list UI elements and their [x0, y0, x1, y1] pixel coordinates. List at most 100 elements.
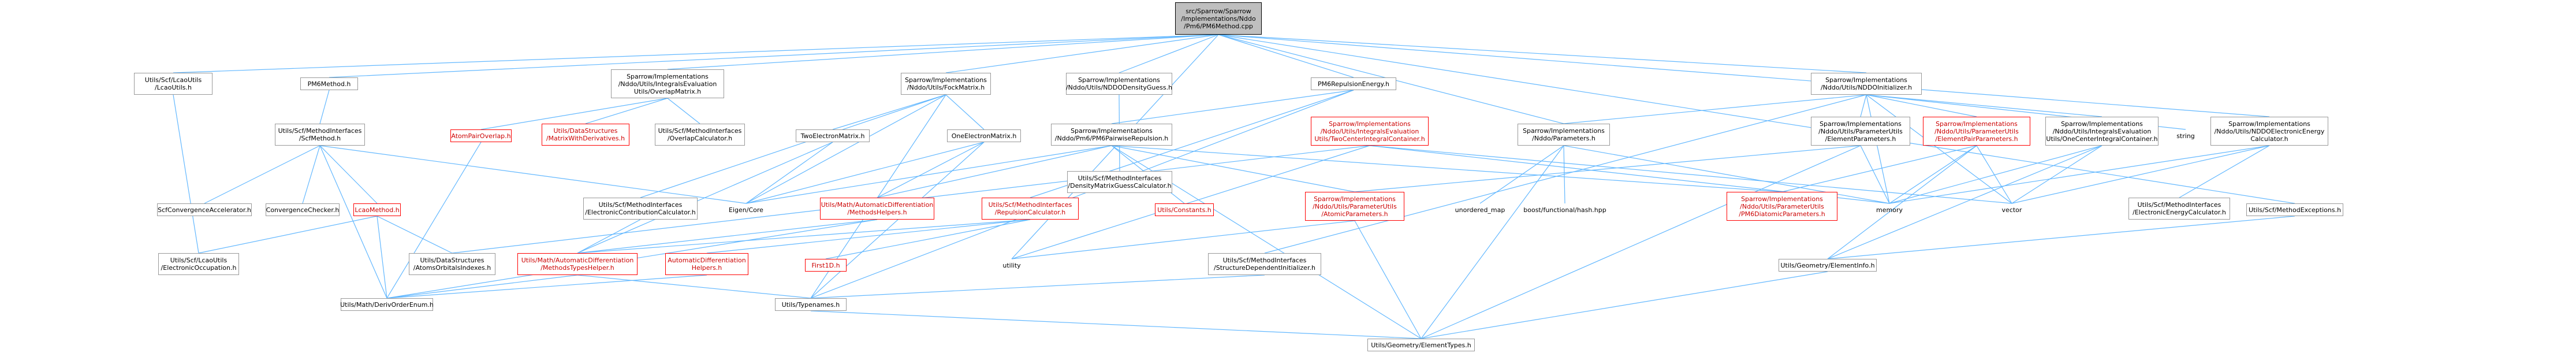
dependency-edge — [1111, 145, 1783, 192]
dependency-edge — [810, 142, 985, 299]
node-structure-dependent-init[interactable]: Utils/Scf/MethodInterfaces/StructureDepe… — [1208, 253, 1321, 275]
dependency-edge — [667, 34, 1219, 70]
dependency-edge — [810, 274, 1265, 299]
dependency-edge — [319, 145, 387, 299]
dependency-edge — [1889, 145, 2102, 204]
node-deriv-order-enum[interactable]: Utils/Math/DerivOrderEnum.h — [340, 298, 434, 311]
dependency-edge — [1264, 94, 1867, 254]
dependency-edge — [1421, 271, 1828, 339]
dependency-edge — [173, 94, 199, 254]
node-lcao-method[interactable]: LcaoMethod.h — [353, 203, 401, 216]
dependency-edge — [329, 34, 1219, 78]
dependency-edge — [1011, 220, 1355, 259]
dependency-edge — [1860, 94, 1867, 117]
node-nddo-parameters[interactable]: Sparrow/Implementations/Nddo/Parameters.… — [1518, 124, 1610, 146]
dependency-edge — [386, 142, 482, 299]
node-pm6-repulsion[interactable]: PM6RepulsionEnergy.h — [1311, 77, 1396, 90]
node-method-helpers[interactable]: Utils/Math/AutomaticDifferentiation/Meth… — [820, 198, 934, 220]
node-convergence-checker[interactable]: ConvergenceChecker.h — [266, 203, 340, 216]
dependency-edge — [667, 98, 700, 124]
node-pm6-pairwise[interactable]: Sparrow/Implementations/Nddo/Pm6/PM6Pair… — [1051, 124, 1172, 146]
node-vector[interactable]: vector — [2001, 206, 2022, 214]
node-utils-constants[interactable]: Utils/Constants.h — [1155, 203, 1214, 216]
node-matrix-with-derivs[interactable]: Utils/DataStructures/MatrixWithDerivativ… — [542, 124, 629, 146]
node-first1d[interactable]: First1D.h — [805, 259, 847, 272]
node-atom-pair-overlap[interactable]: AtomPairOverlap.h — [450, 129, 512, 142]
node-two-center-integral[interactable]: Sparrow/Implementations/Nddo/Utils/Integ… — [1311, 117, 1429, 146]
dependency-edge — [745, 145, 1112, 204]
dependency-edge — [745, 94, 946, 204]
dependency-edge — [173, 34, 1219, 73]
node-method-exceptions[interactable]: Utils/Scf/MethodExceptions.h — [2246, 203, 2343, 216]
node-scf-method[interactable]: Utils/Scf/MethodInterfaces/ScfMethod.h — [275, 124, 365, 146]
node-types-helper[interactable]: Utils/Math/AutomaticDifferentiation/Meth… — [517, 253, 638, 275]
node-nddo-electronic-energy[interactable]: Sparrow/Implementations/Nddo/Utils/NDDOE… — [2210, 117, 2328, 146]
dependency-edge — [1354, 145, 1861, 192]
node-electronic-energy-calc[interactable]: Utils/Scf/MethodInterfaces/ElectronicEne… — [2128, 198, 2230, 220]
node-repulsion-calculator[interactable]: Utils/Scf/MethodInterfaces/RepulsionCalc… — [982, 198, 1079, 220]
dependency-edge — [2011, 145, 2102, 204]
node-electronic-contribution[interactable]: Utils/Scf/MethodInterfaces/ElectronicCon… — [583, 198, 698, 220]
dependency-edge — [577, 219, 641, 254]
node-boost-hash[interactable]: boost/functional/hash.hpp — [1523, 206, 1606, 214]
dependency-edge — [480, 98, 668, 130]
dependency-edge — [1421, 145, 1564, 339]
node-two-electron-matrix[interactable]: TwoElectronMatrix.h — [796, 129, 870, 142]
dependency-edge — [1860, 145, 1890, 204]
node-element-info[interactable]: Utils/Geometry/ElementInfo.h — [1779, 259, 1877, 272]
dependency-edge — [825, 219, 1031, 259]
node-pm6-diatomic[interactable]: Sparrow/Implementations/Nddo/Utils/Param… — [1727, 192, 1837, 221]
node-overlap-calculator[interactable]: Utils/Scf/MethodInterfaces/OverlapCalcul… — [655, 124, 745, 146]
dependency-edge — [376, 216, 453, 254]
dependency-edge — [2011, 145, 2270, 204]
dependency-edge — [204, 145, 320, 204]
node-string[interactable]: string — [2176, 132, 2195, 140]
node-pm6-method-h[interactable]: PM6Method.h — [300, 77, 358, 90]
node-atomic-parameters[interactable]: Sparrow/Implementations/Nddo/Utils/Param… — [1305, 192, 1404, 221]
node-utility[interactable]: utility — [1002, 261, 1021, 269]
dependency-edge — [810, 310, 1422, 339]
dependency-edge — [945, 94, 985, 130]
node-eigen-core[interactable]: Eigen/Core — [729, 206, 763, 214]
dependency-edge — [1827, 145, 1977, 259]
node-atoms-orbitals-indexes[interactable]: Utils/DataStructures/AtomsOrbitalsIndexe… — [409, 253, 495, 275]
node-nddo-initializer[interactable]: Sparrow/Implementations/Nddo/Utils/NDDOI… — [1811, 73, 1922, 95]
node-element-types[interactable]: Utils/Geometry/ElementTypes.h — [1367, 339, 1475, 351]
dependency-edge — [1354, 220, 1422, 339]
node-unordered-map[interactable]: unordered_map — [1455, 206, 1505, 214]
node-lcao-utils[interactable]: Utils/Scf/LcaoUtils/LcaoUtils.h — [134, 73, 213, 95]
node-electronic-occupation[interactable]: Utils/Scf/LcaoUtils/ElectronicOccupation… — [158, 253, 239, 275]
dependency-edge — [1119, 34, 1219, 73]
node-typenames[interactable]: Utils/Typenames.h — [775, 298, 847, 311]
dependency-edge — [1889, 145, 2270, 204]
dependency-edge — [1218, 34, 1867, 73]
dependency-edge — [1218, 34, 2270, 117]
dependency-edge — [302, 145, 320, 204]
dependency-edge — [1218, 34, 2295, 204]
dependency-edge — [810, 90, 1354, 299]
node-element-parameters[interactable]: Sparrow/Implementations/Nddo/Utils/Param… — [1811, 117, 1910, 146]
dependency-edge — [577, 219, 1031, 254]
node-fock-matrix[interactable]: Sparrow/Implementations/Nddo/Utils/FockM… — [901, 73, 991, 95]
dependency-edge — [1369, 145, 2012, 204]
dependency-edge — [1563, 145, 1565, 204]
node-root[interactable]: src/Sparrow/Sparrow/Implementations/Nddo… — [1175, 2, 1262, 35]
dependency-edge — [577, 219, 878, 254]
node-memory[interactable]: memory — [1876, 206, 1903, 214]
dependency-edge — [376, 216, 387, 299]
node-density-matrix-guess[interactable]: Utils/Scf/MethodInterfaces/DensityMatrix… — [1067, 171, 1172, 193]
node-overlap-matrix[interactable]: Sparrow/Implementations/Nddo/Utils/Integ… — [611, 69, 724, 98]
dependency-edge — [1011, 145, 1370, 259]
node-one-center-integral[interactable]: Sparrow/Implementations/Nddo/Utils/Integ… — [2045, 117, 2159, 146]
dependency-edge — [1111, 90, 1354, 124]
dependency-edge — [386, 274, 578, 299]
node-one-electron-matrix[interactable]: OneElectronMatrix.h — [947, 129, 1021, 142]
dependency-edge — [577, 274, 811, 299]
dependency-edge — [1218, 34, 1354, 78]
node-density-guess[interactable]: Sparrow/Implementations/Nddo/Utils/NDDOD… — [1066, 73, 1172, 95]
node-scf-conv-accel[interactable]: ScfConvergenceAccelerator.h — [157, 203, 252, 216]
node-element-pair-parameters[interactable]: Sparrow/Implementations/Nddo/Utils/Param… — [1923, 117, 2030, 146]
